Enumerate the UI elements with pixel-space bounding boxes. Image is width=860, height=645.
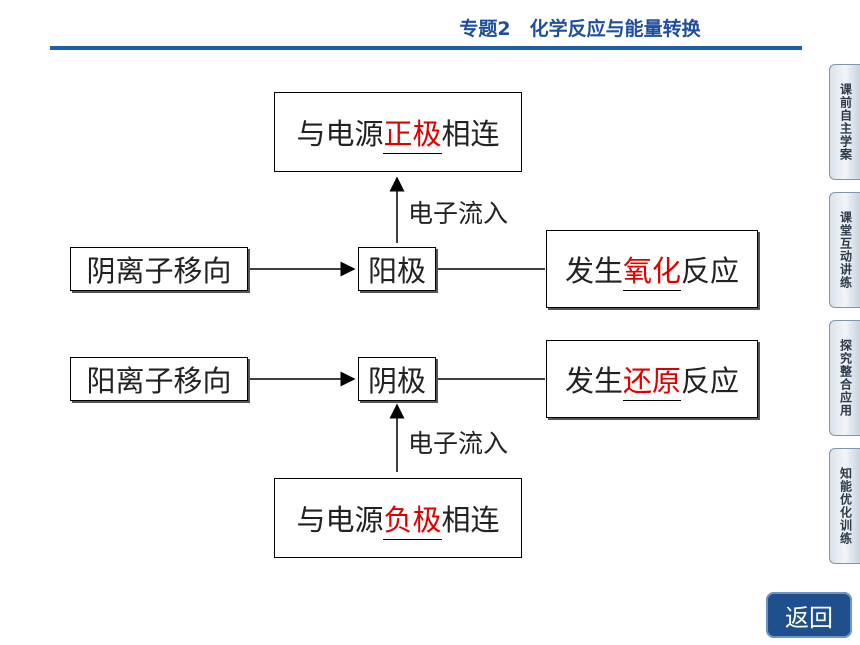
side-tab-preclass[interactable]: 课前自主学案 <box>829 64 860 180</box>
side-tab-explore[interactable]: 探究整合应用 <box>829 320 860 436</box>
anion-box: 阴离子移向 <box>70 247 248 291</box>
reduction-post: 反应 <box>681 364 740 398</box>
cathode-electron-label: 电子流入 <box>408 429 509 458</box>
cathode-power-post: 相连 <box>441 503 500 537</box>
anode-power-pre: 与电源 <box>296 117 384 151</box>
oxidation-word: 氧化 <box>622 248 681 291</box>
back-button[interactable]: 返回 <box>766 592 852 638</box>
cathode-power-pole: 负极 <box>383 497 442 540</box>
side-tab-label: 知能优化训练 <box>838 467 853 545</box>
side-tab-label: 探究整合应用 <box>838 339 853 417</box>
header-divider <box>50 46 802 50</box>
cathode-power-pre: 与电源 <box>296 503 384 537</box>
oxidation-pre: 发生 <box>564 254 623 288</box>
oxidation-post: 反应 <box>681 254 740 288</box>
side-tab-practice[interactable]: 知能优化训练 <box>829 448 860 564</box>
side-tab-label: 课前自主学案 <box>838 83 853 161</box>
reduction-word: 还原 <box>622 358 681 401</box>
anode-box: 阳极 <box>358 247 436 291</box>
reduction-box: 发生还原反应 <box>546 340 758 418</box>
cathode-box: 阴极 <box>358 357 436 401</box>
reduction-pre: 发生 <box>564 364 623 398</box>
page-title: 专题2 化学反应与能量转换 <box>459 18 701 40</box>
anode-power-pole: 正极 <box>383 111 442 154</box>
cation-box: 阳离子移向 <box>70 357 248 401</box>
anode-electron-label: 电子流入 <box>408 199 509 228</box>
side-tab-label: 课堂互动讲练 <box>838 211 853 289</box>
anode-power-box: 与电源正极相连 <box>274 92 522 172</box>
anode-power-post: 相连 <box>441 117 500 151</box>
oxidation-box: 发生氧化反应 <box>546 230 758 308</box>
cathode-power-box: 与电源负极相连 <box>274 478 522 558</box>
side-tab-inclass[interactable]: 课堂互动讲练 <box>829 192 860 308</box>
